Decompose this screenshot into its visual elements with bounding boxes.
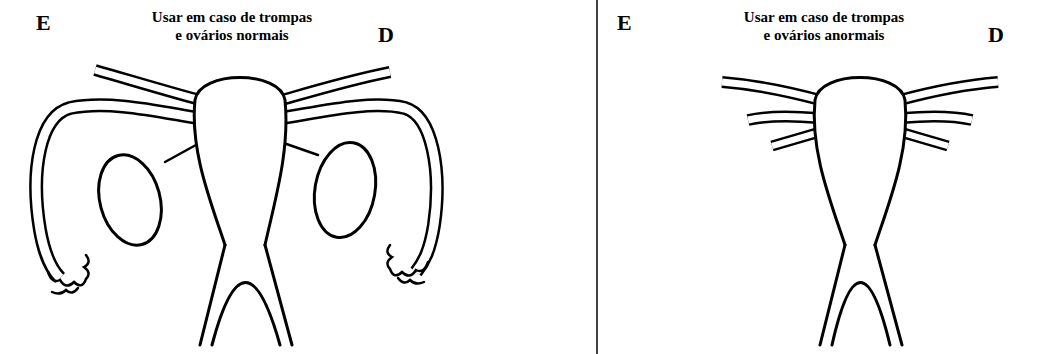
side-marker: E [617, 10, 632, 36]
panel-heading: Usar em caso de trompas e ovários normai… [149, 8, 315, 44]
side-marker: D [988, 22, 1004, 48]
side-marker: D [378, 22, 394, 48]
panel-heading: Usar em caso de trompas e ovários anorma… [741, 8, 907, 44]
side-marker: E [36, 10, 51, 36]
